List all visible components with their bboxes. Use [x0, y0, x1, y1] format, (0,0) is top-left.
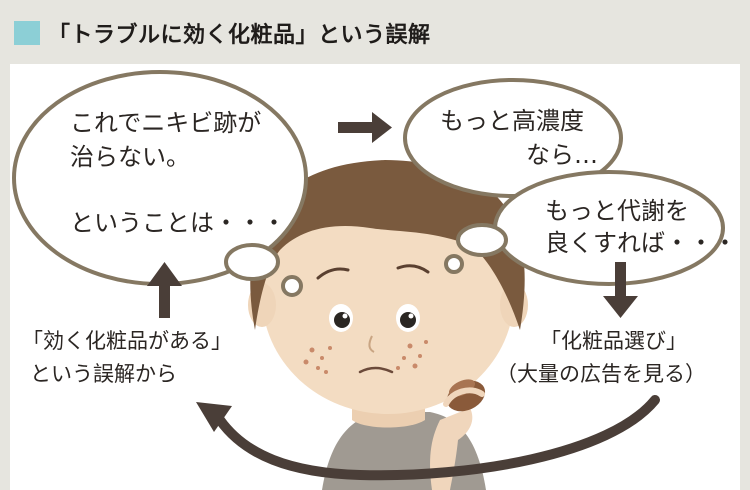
curved-left-arrow-icon — [196, 395, 660, 481]
bubble-right — [444, 170, 725, 286]
note-right-line2: （大量の広告を見る） — [496, 362, 706, 386]
hair — [250, 160, 525, 330]
bubble-left-line2: 治らない。 — [70, 143, 190, 171]
page-title: 「トラブルに効く化粧品」という誤解 — [48, 23, 431, 48]
bubble-top-right-line1: もっと高濃度 — [440, 107, 584, 135]
bubble-right-line1: もっと代謝を — [545, 197, 689, 225]
right-arrow-icon — [338, 112, 392, 143]
note-right-line1: 「化粧品選び」 — [540, 329, 687, 353]
down-arrow-icon — [603, 262, 638, 318]
note-left-line1: 「効く化粧品がある」 — [22, 329, 232, 353]
bubble-left — [12, 70, 308, 297]
header: 「トラブルに効く化粧品」という誤解 — [0, 0, 750, 62]
up-arrow-icon — [147, 262, 182, 318]
left-eye — [329, 304, 353, 332]
bubble-left-line3: ということは・・・ — [70, 209, 286, 237]
header-accent-square — [14, 21, 40, 45]
bubble-right-line2: 良くすれば・・・ — [545, 229, 737, 257]
bubble-top-right-line2: なら… — [526, 141, 598, 169]
acne-spots — [303, 340, 428, 374]
note-left-line2: という誤解から — [30, 362, 177, 386]
bubble-left-line1: これでニキビ跡が — [70, 109, 262, 137]
right-eye — [396, 304, 420, 332]
